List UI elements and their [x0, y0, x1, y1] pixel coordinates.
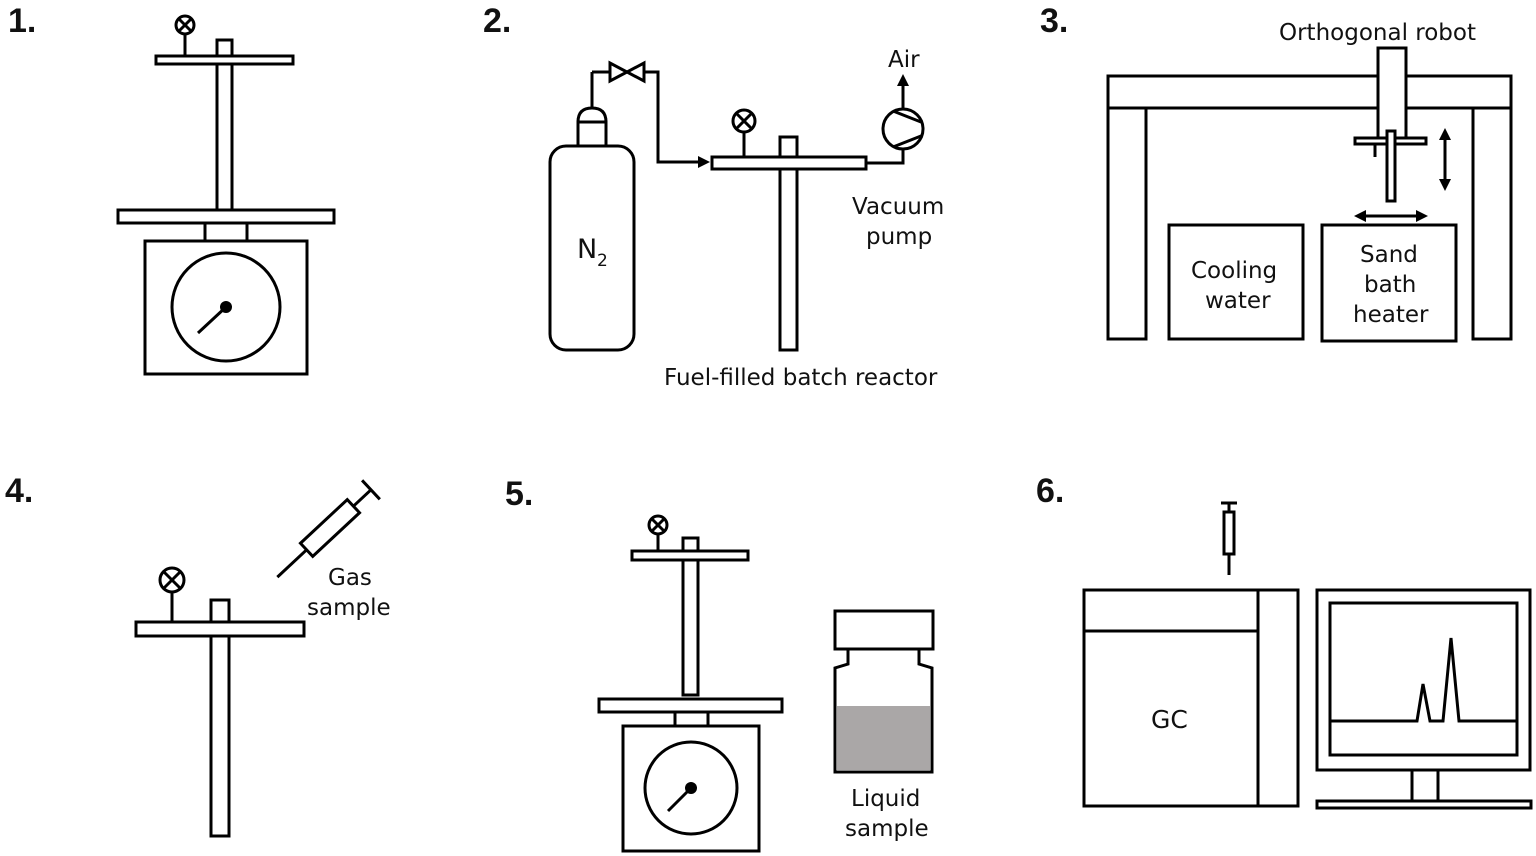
needle-valve-icon — [608, 60, 646, 84]
step-number-5: 5. — [505, 475, 533, 513]
reactor-flange — [710, 155, 868, 171]
n2-subscript: 2 — [597, 251, 608, 271]
step2-purge-setup: N 2 Air Vacuum p — [548, 47, 944, 391]
gas-label-line1: Gas — [328, 565, 372, 591]
sand-label-line2: bath — [1364, 272, 1416, 298]
step-number-2: 2. — [483, 2, 511, 40]
gas-label-line2: sample — [307, 595, 391, 621]
reactor-tube — [778, 135, 799, 352]
cooling-label-line2: water — [1205, 288, 1271, 314]
air-label: Air — [888, 47, 920, 73]
robot-label: Orthogonal robot — [1279, 20, 1476, 46]
robot-arm — [1376, 46, 1408, 142]
robot-frame-beam — [1106, 74, 1513, 110]
vacuum-label-line2: pump — [866, 224, 932, 250]
scale-platform — [597, 697, 784, 714]
step-number-4: 4. — [5, 472, 33, 510]
reactor-label: Fuel-filled batch reactor — [664, 365, 938, 391]
robot-frame-left-leg — [1106, 106, 1148, 341]
syringe-icon — [276, 479, 381, 579]
step-number-6: 6. — [1036, 472, 1064, 510]
sand-label-line3: heater — [1353, 302, 1429, 328]
valve-icon — [647, 514, 669, 551]
step3-robot-setup: Orthogonal robot Cooling water Sand bath… — [1106, 20, 1513, 343]
scale-neck — [203, 221, 249, 243]
valve-icon — [731, 108, 757, 157]
chromatogram-trace — [1330, 637, 1517, 723]
reactor-tube — [1385, 129, 1397, 203]
reactor-flange — [630, 549, 750, 562]
syringe-icon — [1221, 501, 1237, 575]
valve-icon — [174, 14, 196, 56]
sand-label-line1: Sand — [1360, 242, 1418, 268]
cooling-water-bath — [1167, 223, 1305, 341]
reactor-tube — [681, 536, 700, 697]
scale-platform — [116, 208, 336, 225]
liquid-label-line1: Liquid — [851, 786, 920, 812]
n2-label: N — [577, 234, 597, 265]
sand-bath-heater — [1320, 223, 1458, 343]
vacuum-label-line1: Vacuum — [852, 194, 944, 220]
robot-frame-right-leg — [1471, 106, 1513, 341]
scale-neck — [673, 710, 710, 728]
gc-instrument — [1082, 588, 1260, 808]
n2-cylinder — [548, 72, 636, 352]
gc-side-panel — [1256, 588, 1300, 808]
purge-line — [592, 70, 710, 168]
liquid-label-line2: sample — [845, 816, 929, 842]
step4-gas-sampling: Gas sample — [134, 479, 391, 838]
vertical-arrow-icon — [1439, 128, 1451, 191]
reactor-flange — [134, 620, 306, 638]
scale-dial-icon — [170, 251, 282, 363]
gc-label: GC — [1151, 705, 1188, 734]
horizontal-arrow-icon — [1354, 210, 1428, 222]
scale-dial-icon — [643, 740, 739, 836]
reactor-tube — [209, 598, 231, 838]
liquid-fill — [837, 706, 930, 770]
step6-gc-analysis: GC — [1082, 501, 1533, 810]
step1-reactor-on-scale — [116, 14, 336, 376]
monitor — [1315, 588, 1533, 810]
reactor-flange — [154, 54, 295, 66]
valve-icon — [158, 566, 186, 622]
step-number-1: 1. — [8, 2, 36, 40]
sample-vial-icon — [833, 609, 935, 774]
vacuum-pump-icon — [881, 74, 925, 151]
step-number-3: 3. — [1040, 2, 1068, 40]
arrow-up-icon — [897, 74, 909, 86]
step5-liquid-sampling: Liquid sample — [597, 514, 935, 853]
vacuum-line — [866, 150, 905, 165]
cooling-label-line1: Cooling — [1191, 258, 1277, 284]
